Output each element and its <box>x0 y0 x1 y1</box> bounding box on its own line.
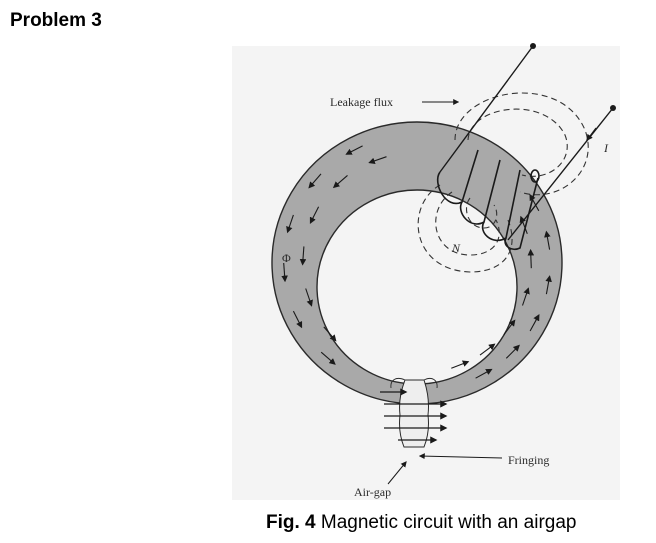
air-gap-region <box>399 379 429 448</box>
problem-heading: Problem 3 <box>10 10 102 31</box>
core-flux-arrow <box>332 174 348 189</box>
air-gap-label: Air-gap <box>354 485 391 499</box>
core-flux-arrow <box>529 314 540 332</box>
core-flux-arrow <box>505 344 520 359</box>
current-label: I <box>603 141 609 155</box>
leakage-loop-lower-inner <box>435 191 500 256</box>
core-flux-arrow <box>519 215 528 234</box>
core-flux-arrows <box>281 145 552 379</box>
figure-number: Fig. 4 <box>266 512 316 533</box>
terminal-2 <box>610 105 616 111</box>
core-flux-arrow <box>309 206 320 224</box>
winding-coil <box>437 149 540 251</box>
core-flux-arrow <box>475 368 493 379</box>
core-flux-arrow <box>451 360 470 369</box>
core-flux-arrow <box>521 287 530 306</box>
magnetic-circuit-figure: Leakage flux I N Φ Fringing Air-gap <box>226 40 626 502</box>
core-flux-arrow <box>323 326 337 342</box>
gap-flux-arrows <box>380 388 448 444</box>
figure-caption: Fig. 4 Magnetic circuit with an airgap <box>266 512 576 534</box>
core-flux-arrow <box>545 275 552 295</box>
leakage-flux-loops <box>417 92 589 273</box>
leakage-flux-label: Leakage flux <box>330 95 393 109</box>
current-arrow <box>586 127 597 142</box>
core-flux-arrow <box>479 343 496 356</box>
figure-caption-text: Magnetic circuit with an airgap <box>320 512 577 533</box>
leakage-loop-upper-outer <box>454 92 589 196</box>
air-gap-edge-left <box>390 377 406 389</box>
air-gap-pointer <box>387 461 407 485</box>
fringing-pointer <box>418 453 503 460</box>
leakage-loop-small <box>466 197 498 229</box>
core-flux-arrow <box>299 246 307 266</box>
core-flux-arrow <box>286 214 294 234</box>
leakage-loop-lower-outer <box>417 184 513 273</box>
fringing-label: Fringing <box>508 453 549 467</box>
core-flux-arrow <box>527 248 535 269</box>
magnetic-circuit-diagram: Leakage flux I N Φ Fringing Air-gap <box>232 43 620 500</box>
core-flux-arrow <box>292 310 303 329</box>
core-flux-arrow <box>305 288 313 307</box>
core-flux-arrow <box>544 230 551 250</box>
flux-label: Φ <box>282 251 291 265</box>
core-flux-arrow <box>368 156 387 164</box>
leakage-loop-upper-inner <box>467 108 568 177</box>
coil-end <box>530 169 540 183</box>
core-flux-arrow <box>308 173 322 189</box>
terminal-1 <box>530 43 536 49</box>
turns-label: N <box>451 241 461 255</box>
core-flux-arrow <box>503 319 516 336</box>
core-flux-arrow <box>345 145 363 155</box>
core-flux-arrow <box>529 193 540 212</box>
coil-turn-4 <box>504 177 539 251</box>
air-gap-edge-right <box>423 377 438 389</box>
core-flux-arrow <box>281 262 288 283</box>
lead-1 <box>439 45 534 173</box>
core-flux-arrow <box>320 351 336 365</box>
